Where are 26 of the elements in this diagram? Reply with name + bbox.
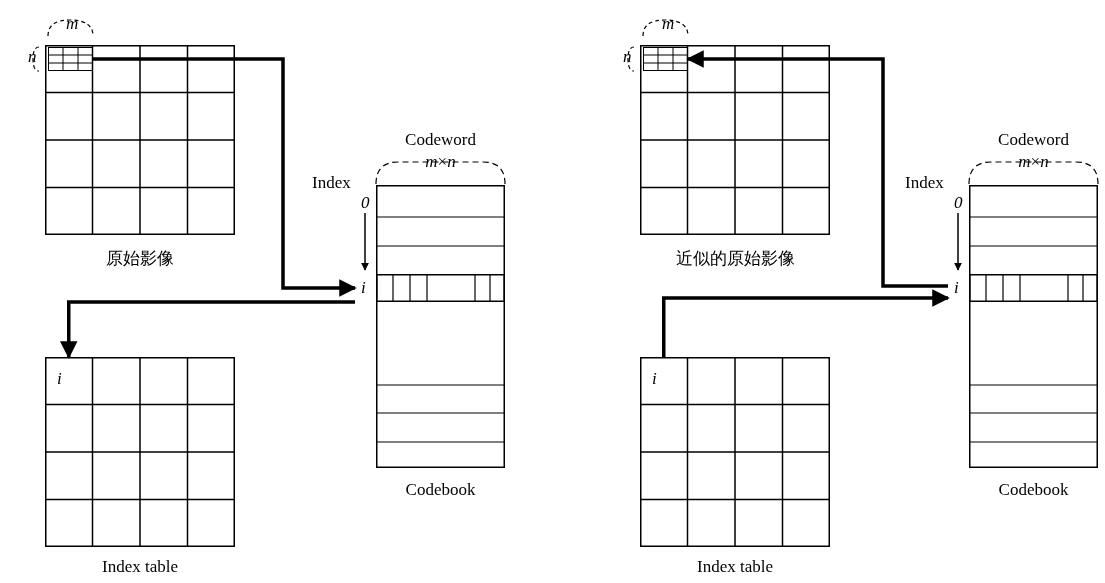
cell-index: i <box>652 369 657 389</box>
table-caption: Index table <box>696 557 774 577</box>
arrow <box>662 289 950 357</box>
dimension-label: m×n <box>424 152 457 172</box>
dimension-label: m <box>66 14 79 34</box>
header-label: Codeword <box>404 130 477 150</box>
arrow <box>60 300 355 359</box>
index-label: 0 <box>954 193 963 213</box>
cell-index: i <box>57 369 62 389</box>
codebook-caption: Codebook <box>404 480 477 500</box>
dimension-label: n <box>623 47 632 67</box>
arrow <box>686 50 948 288</box>
arrow <box>93 57 357 297</box>
image-caption: 近似的原始影像 <box>674 248 796 270</box>
row-index: i <box>361 278 366 298</box>
dimension-label: n <box>28 47 37 67</box>
dimension-label: m×n <box>1017 152 1050 172</box>
header-label: Codeword <box>997 130 1070 150</box>
image-caption: 原始影像 <box>105 248 175 270</box>
index-label: 0 <box>361 193 370 213</box>
axis-label: Index <box>905 173 944 193</box>
codebook-caption: Codebook <box>997 480 1070 500</box>
row-index: i <box>954 278 959 298</box>
table-caption: Index table <box>101 557 179 577</box>
dimension-label: m <box>662 14 675 34</box>
axis-label: Index <box>312 173 351 193</box>
